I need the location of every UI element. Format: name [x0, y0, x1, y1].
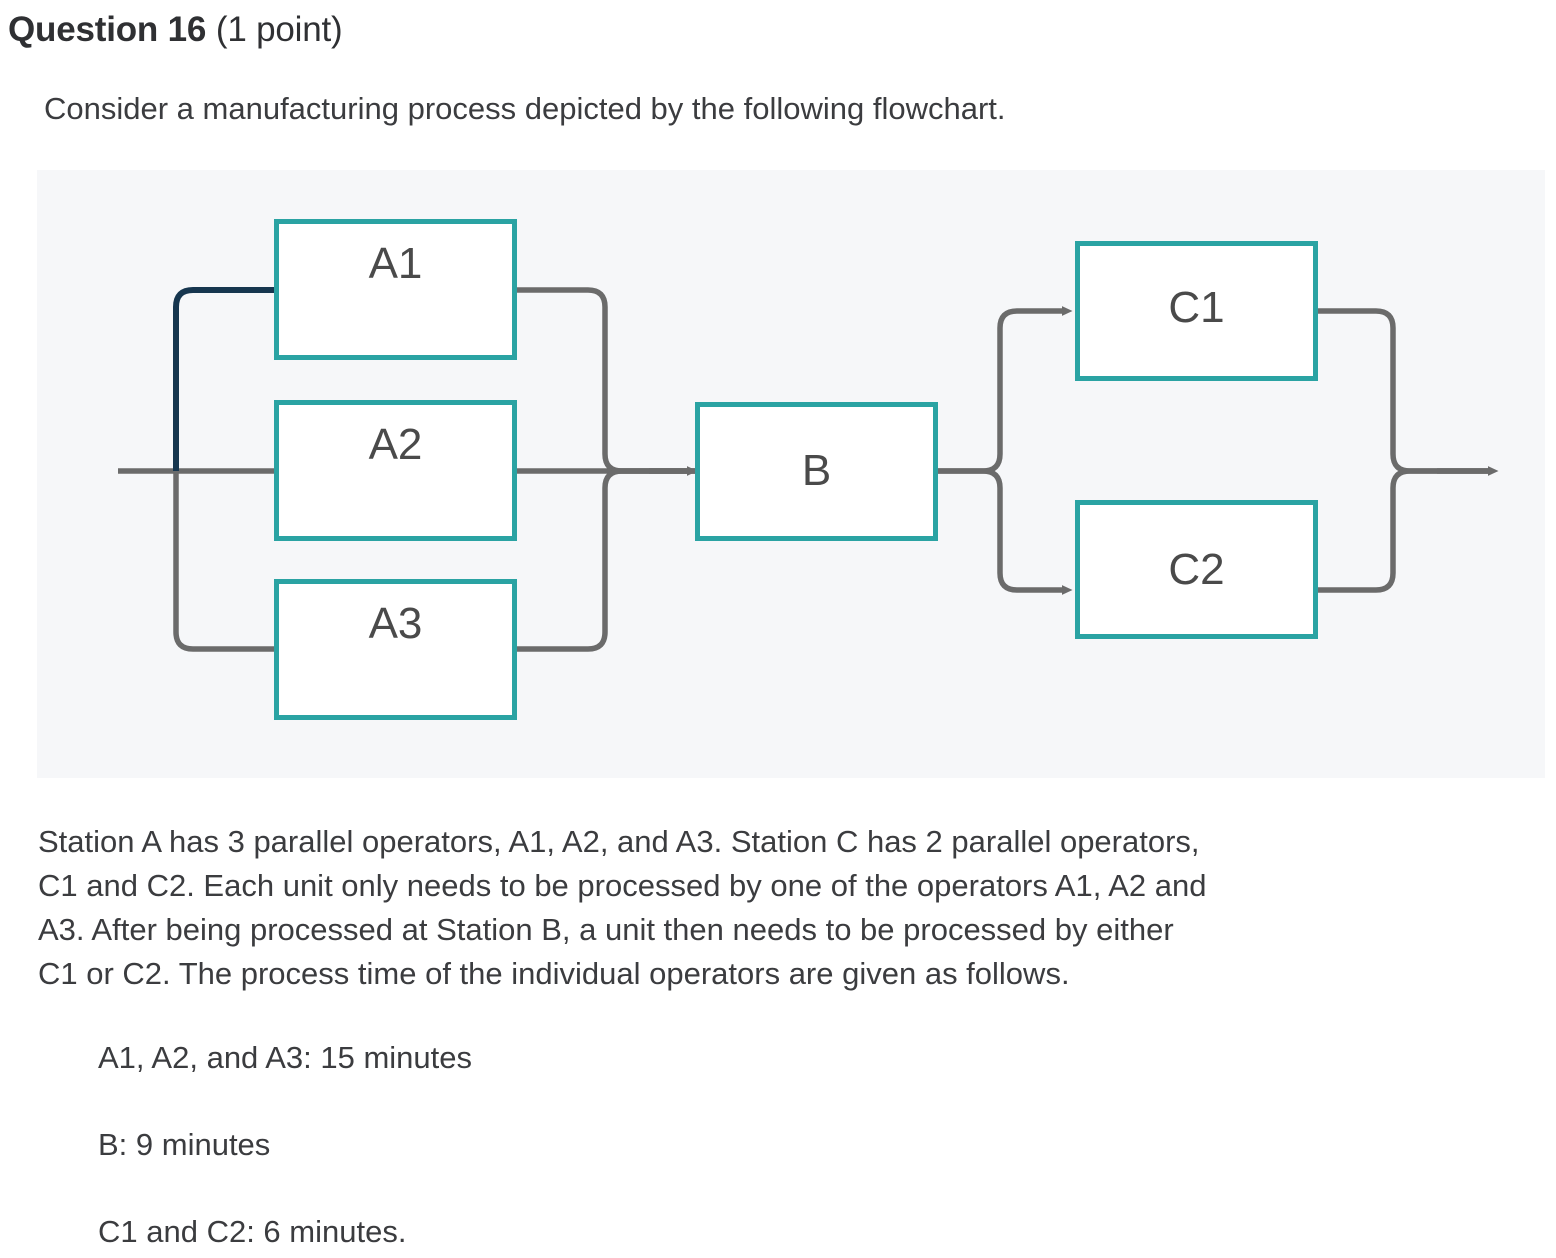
- flow-node-c1[interactable]: C1: [1075, 241, 1318, 381]
- b-to-c1-line: [938, 306, 1073, 474]
- question-body-paragraph: Station A has 3 parallel operators, A1, …: [38, 820, 1498, 996]
- branch-to-a1-highlight: [173, 287, 274, 471]
- process-time-list: A1, A2, and A3: 15 minutes B: 9 minutes …: [98, 1036, 998, 1254]
- flow-node-a2-label: A2: [368, 419, 423, 469]
- body-line: C1 or C2. The process time of the indivi…: [38, 956, 1070, 991]
- question-header: Question 16 (1 point): [8, 8, 343, 52]
- flow-node-a3[interactable]: A3: [274, 579, 517, 720]
- branch-to-a3: [173, 471, 274, 652]
- b-to-c2-line: [938, 468, 1073, 595]
- question-intro-text: Consider a manufacturing process depicte…: [44, 91, 1006, 126]
- flow-node-c2-label: C2: [1168, 544, 1225, 594]
- process-time-item: B: 9 minutes: [98, 1127, 271, 1162]
- c1-exit-line: [1318, 308, 1492, 474]
- flow-node-a1[interactable]: A1: [274, 219, 517, 360]
- process-time-item: A1, A2, and A3: 15 minutes: [98, 1040, 472, 1075]
- a3-merge-line: [517, 468, 695, 652]
- flow-node-b-label: B: [801, 445, 832, 495]
- flow-node-b[interactable]: B: [695, 402, 938, 541]
- process-time-item: C1 and C2: 6 minutes.: [98, 1214, 407, 1249]
- question-title: Question 16: [8, 10, 207, 49]
- body-line: Station A has 3 parallel operators, A1, …: [38, 824, 1200, 859]
- flow-node-a2[interactable]: A2: [274, 400, 517, 541]
- flowchart-panel: A1 A2 A3 B C1 C2: [37, 170, 1545, 778]
- question-points: (1 point): [215, 10, 343, 49]
- body-line: C1 and C2. Each unit only needs to be pr…: [38, 868, 1207, 903]
- flow-node-a1-label: A1: [368, 238, 423, 288]
- a1-merge-line: [517, 287, 695, 474]
- flow-node-a3-label: A3: [368, 598, 423, 648]
- body-line: A3. After being processed at Station B, …: [38, 912, 1174, 947]
- flow-node-c1-label: C1: [1168, 283, 1225, 332]
- c2-exit-line: [1318, 468, 1492, 593]
- flowchart-connectors: [118, 287, 1499, 652]
- flow-node-c2[interactable]: C2: [1075, 500, 1318, 639]
